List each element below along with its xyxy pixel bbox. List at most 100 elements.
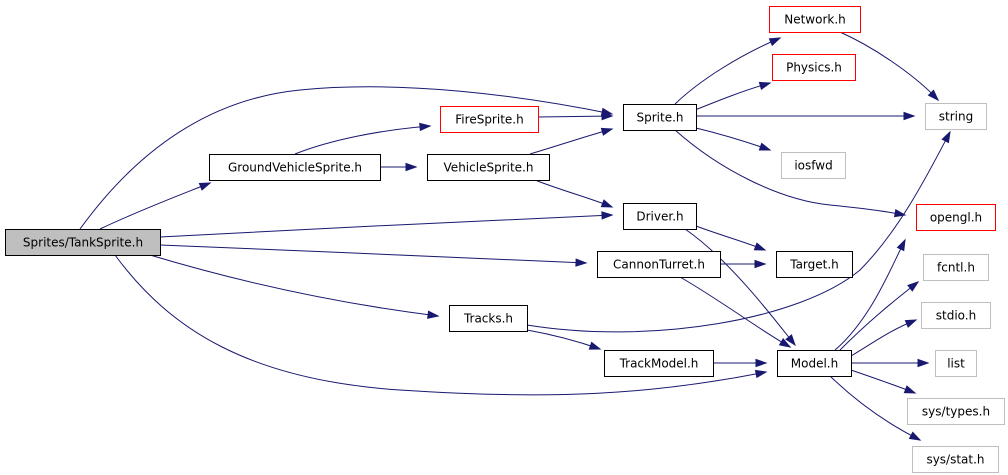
node-box <box>769 6 861 33</box>
node-label: Sprites/TankSprite.h <box>23 236 143 250</box>
edge-line <box>834 239 906 351</box>
node-label: stdio.h <box>936 309 976 323</box>
edge-line <box>537 115 613 118</box>
node-stdio: stdio.h <box>921 302 991 329</box>
edge-cannonturret-to-target <box>720 259 767 269</box>
edge-driver-to-model <box>684 228 796 347</box>
node-tracks[interactable]: Tracks.h <box>449 305 528 332</box>
edge-line <box>674 37 781 105</box>
edge-sprite-to-opengl <box>674 129 907 218</box>
node-box <box>772 54 856 81</box>
edge-model-to-systypes <box>850 369 917 394</box>
arrowhead-icon <box>908 431 922 441</box>
edge-groundvehiclesprite-to-vehiclesprite <box>380 162 418 172</box>
arrowhead-icon <box>778 338 792 348</box>
edge-tanksprite-to-driver <box>159 211 614 238</box>
node-box <box>604 350 714 377</box>
node-target[interactable]: Target.h <box>776 251 853 278</box>
node-tanksprite[interactable]: Sprites/TankSprite.h <box>5 229 161 256</box>
node-vehiclesprite[interactable]: VehicleSprite.h <box>427 154 550 181</box>
edge-line <box>114 254 767 396</box>
node-cannonturret[interactable]: CannonTurret.h <box>597 251 721 278</box>
arrowhead-icon <box>896 238 906 252</box>
arrowhead-icon <box>758 142 772 151</box>
node-label: Model.h <box>791 357 838 371</box>
arrowhead-icon <box>907 281 920 292</box>
node-box <box>209 154 381 181</box>
arrowhead-icon <box>758 81 772 91</box>
node-iosfwd: iosfwd <box>781 152 846 179</box>
edge-vehiclesprite-to-sprite <box>529 127 614 155</box>
node-box <box>776 251 853 278</box>
edge-line <box>695 225 766 251</box>
node-box <box>935 350 977 377</box>
edge-firesprite-to-sprite <box>537 111 614 121</box>
node-trackmodel[interactable]: TrackModel.h <box>604 350 714 377</box>
arrowhead-icon <box>903 111 916 121</box>
arrowhead-icon <box>588 341 602 350</box>
arrowhead-icon <box>754 259 767 269</box>
edge-model-to-opengl <box>834 238 906 351</box>
edge-trackmodel-to-model <box>713 358 768 368</box>
arrowhead-icon <box>600 199 614 208</box>
node-model[interactable]: Model.h <box>777 350 852 377</box>
node-network[interactable]: Network.h <box>769 6 861 33</box>
edge-tanksprite-to-tracks <box>149 254 440 319</box>
node-sprite[interactable]: Sprite.h <box>623 104 697 131</box>
node-label: Network.h <box>784 13 846 27</box>
edge-line <box>850 319 917 357</box>
edge-sprite-to-iosfwd <box>695 127 772 151</box>
node-label: Driver.h <box>636 210 683 224</box>
edge-line <box>79 86 613 230</box>
arrowhead-icon <box>755 358 768 368</box>
arrowhead-icon <box>601 211 614 220</box>
node-box <box>921 302 991 329</box>
edge-line <box>159 214 613 238</box>
node-box <box>427 154 550 181</box>
node-label: list <box>947 357 965 371</box>
node-label: CannonTurret.h <box>613 258 705 272</box>
edge-line <box>829 375 921 441</box>
arrowhead-icon <box>405 162 418 172</box>
edge-model-to-stdio <box>850 319 918 357</box>
arrowhead-icon <box>427 310 440 319</box>
edge-line <box>149 254 439 317</box>
node-physics[interactable]: Physics.h <box>772 54 856 81</box>
arrowhead-icon <box>198 182 212 191</box>
arrowhead-icon <box>419 122 432 132</box>
edge-line <box>159 244 587 264</box>
node-groundvehiclesprite[interactable]: GroundVehicleSprite.h <box>209 154 381 181</box>
edge-line <box>674 129 906 216</box>
node-label: fcntl.h <box>937 261 975 275</box>
node-box <box>440 106 539 133</box>
node-label: FireSprite.h <box>455 113 523 127</box>
edge-line <box>294 125 431 155</box>
node-box <box>449 305 528 332</box>
edge-tanksprite-to-model <box>114 254 768 396</box>
arrowhead-icon <box>904 319 918 328</box>
edge-model-to-sysstat <box>829 375 922 441</box>
node-sysstat: sys/stat.h <box>912 446 999 473</box>
node-opengl[interactable]: opengl.h <box>916 204 996 231</box>
node-label: Sprite.h <box>636 111 683 125</box>
node-systypes: sys/types.h <box>907 398 1005 425</box>
edge-tanksprite-to-groundvehiclesprite <box>99 182 212 230</box>
node-driver[interactable]: Driver.h <box>623 203 697 230</box>
edge-line <box>534 179 613 208</box>
edge-line <box>695 127 771 151</box>
node-label: string <box>939 110 973 124</box>
node-box <box>907 398 1005 425</box>
edge-model-to-fcntl <box>839 281 920 351</box>
edge-sprite-to-physics <box>694 81 772 111</box>
node-firesprite[interactable]: FireSprite.h <box>440 106 539 133</box>
node-label: iosfwd <box>794 159 832 173</box>
node-box <box>912 446 999 473</box>
edge-line <box>99 182 211 230</box>
node-label: GroundVehicleSprite.h <box>228 161 362 175</box>
edge-line <box>684 228 796 346</box>
arrowhead-icon <box>600 127 614 136</box>
edge-tanksprite-to-cannonturret <box>159 244 588 267</box>
node-label: Physics.h <box>786 61 842 75</box>
edge-cannonturret-to-model <box>679 276 792 348</box>
